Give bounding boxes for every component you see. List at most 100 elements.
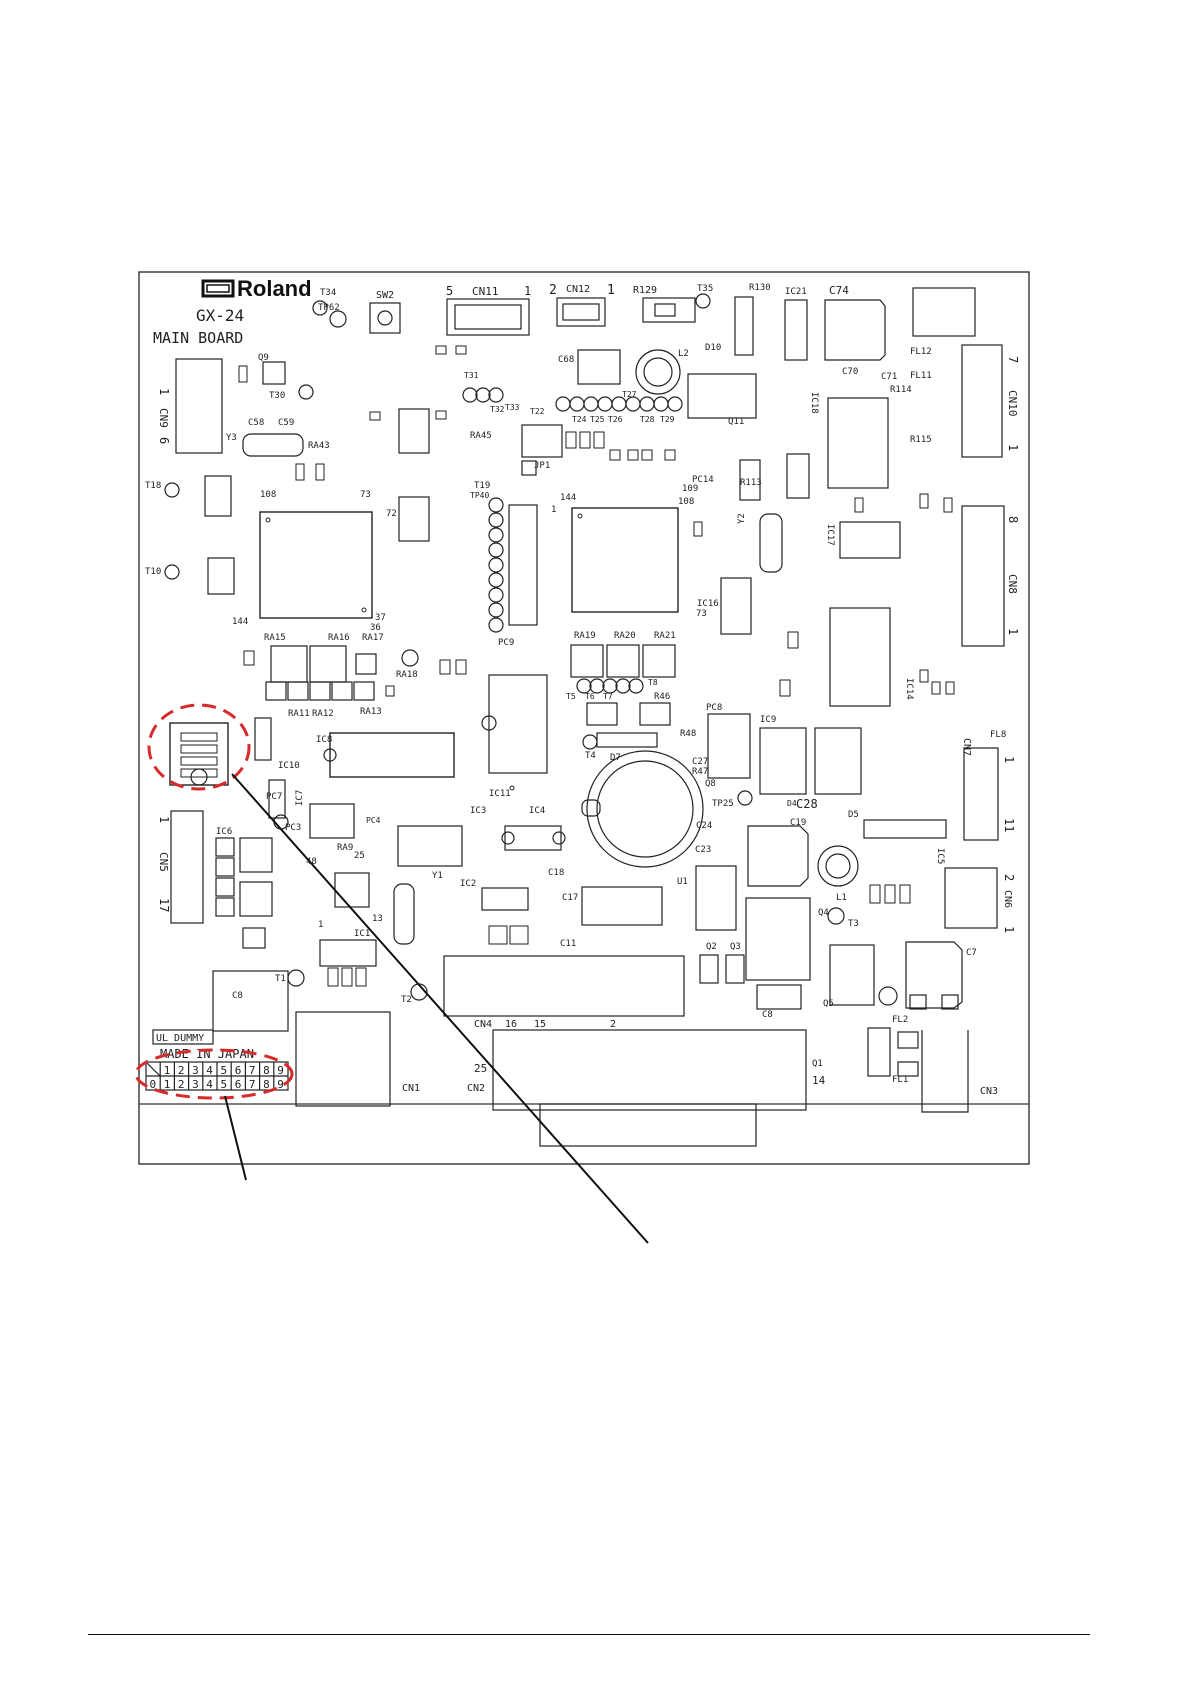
svg-text:C28: C28 — [796, 797, 818, 811]
svg-text:T34: T34 — [320, 288, 336, 298]
svg-text:T19: T19 — [474, 481, 490, 491]
cn4-connector: CN4 16 2 15 — [443, 955, 685, 1030]
svg-text:SW2: SW2 — [376, 290, 394, 301]
svg-text:CN10: CN10 — [1006, 390, 1019, 417]
svg-text:R47: R47 — [692, 767, 708, 777]
svg-text:CN6: CN6 — [1002, 890, 1013, 908]
svg-text:Q4: Q4 — [818, 908, 829, 918]
svg-text:C8: C8 — [762, 1010, 773, 1020]
svg-text:16: 16 — [505, 1019, 517, 1030]
svg-text:Q5: Q5 — [823, 999, 834, 1009]
svg-text:TP25: TP25 — [712, 799, 734, 809]
footer-rule — [88, 1634, 1090, 1635]
svg-text:CN3: CN3 — [980, 1086, 998, 1097]
svg-text:C68: C68 — [558, 355, 574, 365]
ic1-chip: IC1 — [319, 929, 377, 967]
small-pads — [238, 345, 955, 987]
svg-text:C8: C8 — [232, 991, 243, 1001]
svg-text:R48: R48 — [680, 729, 696, 739]
serial-digit: 5 — [221, 1078, 228, 1091]
svg-text:T30: T30 — [269, 391, 285, 401]
svg-text:CN9: CN9 — [157, 408, 170, 428]
svg-text:CN12: CN12 — [566, 284, 590, 295]
svg-text:IC6: IC6 — [216, 827, 232, 837]
y3-crystal: Y3 C58 C59 — [226, 418, 304, 457]
svg-text:RA15: RA15 — [264, 633, 286, 643]
svg-text:IC21: IC21 — [785, 287, 807, 297]
serial-digit: 6 — [235, 1064, 242, 1077]
ic8-chip: IC8 — [316, 732, 455, 778]
l1-inductor: L1 — [817, 845, 859, 903]
svg-text:RA12: RA12 — [312, 709, 334, 719]
svg-text:RA43: RA43 — [308, 441, 330, 451]
svg-text:IC1: IC1 — [354, 929, 370, 939]
serial-digit: 9 — [277, 1078, 284, 1091]
svg-text:T33: T33 — [505, 403, 520, 412]
svg-text:C59: C59 — [278, 418, 294, 428]
svg-text:R115: R115 — [910, 435, 932, 445]
svg-text:T31: T31 — [464, 371, 479, 380]
serial-digit: 8 — [263, 1078, 270, 1091]
c7-capacitor — [905, 941, 963, 1009]
svg-text:108: 108 — [260, 490, 276, 500]
svg-text:IC2: IC2 — [460, 879, 476, 889]
ic2-chip — [481, 887, 529, 911]
c23-capacitor: C23 — [581, 750, 711, 868]
dip-switch-callout — [147, 703, 251, 791]
cn5-connector: 1 CN5 17 — [157, 810, 204, 924]
svg-text:FL12: FL12 — [910, 347, 932, 357]
svg-text:7: 7 — [1006, 356, 1020, 363]
svg-text:T28: T28 — [640, 415, 655, 424]
svg-text:14: 14 — [812, 1074, 826, 1087]
ic9-chip — [759, 727, 807, 795]
dip-switch-block — [169, 722, 229, 786]
ic18-area — [827, 397, 889, 489]
svg-text:TP40: TP40 — [470, 491, 489, 500]
serial-digit: 7 — [249, 1064, 256, 1077]
sw2-switch: SW2 — [369, 290, 401, 334]
dip-switch-leader-line — [231, 773, 649, 1244]
svg-text:CN8: CN8 — [1006, 574, 1019, 594]
serial-digit: 8 — [263, 1064, 270, 1077]
svg-text:R114: R114 — [890, 385, 912, 395]
svg-text:RA13: RA13 — [360, 707, 382, 717]
mid-large-chip — [488, 674, 548, 774]
svg-text:T6: T6 — [585, 692, 595, 701]
u1-chip — [581, 886, 663, 926]
svg-text:R113: R113 — [740, 478, 762, 488]
svg-text:IC4: IC4 — [529, 806, 545, 816]
svg-text:C58: C58 — [248, 418, 264, 428]
c68-capacitor — [577, 349, 621, 385]
svg-text:T29: T29 — [660, 415, 675, 424]
svg-text:FL2: FL2 — [892, 1015, 908, 1025]
svg-text:T18: T18 — [145, 481, 161, 491]
serial-digit: 9 — [277, 1064, 284, 1077]
c8-group-block — [212, 970, 289, 1032]
l2-inductor: L2 — [635, 349, 689, 395]
ic3-chip — [397, 825, 463, 867]
svg-text:PC4: PC4 — [366, 816, 381, 825]
svg-text:109: 109 — [682, 484, 698, 494]
t5-t8-test-points — [576, 678, 644, 694]
label-block-r109 — [912, 287, 976, 337]
svg-text:25: 25 — [354, 851, 365, 861]
svg-text:RA20: RA20 — [614, 631, 636, 641]
svg-text:13: 13 — [372, 914, 383, 924]
test-point-column — [488, 497, 504, 633]
svg-text:IC17: IC17 — [825, 524, 835, 546]
svg-text:Y3: Y3 — [226, 433, 237, 443]
serial-digit: 3 — [192, 1078, 199, 1091]
q5-part — [829, 944, 875, 1006]
pc8-part — [707, 713, 751, 779]
ic7-chip — [309, 803, 355, 839]
svg-text:CN2: CN2 — [467, 1083, 485, 1094]
svg-text:PC9: PC9 — [498, 638, 514, 648]
serial-digit: 1 — [164, 1064, 171, 1077]
tp62-point — [329, 310, 347, 328]
ra-array-row-left — [265, 645, 377, 701]
svg-text:CN5: CN5 — [157, 852, 170, 872]
svg-text:D4: D4 — [787, 799, 797, 808]
svg-text:Y2: Y2 — [737, 513, 747, 524]
roland-logo: Roland — [201, 276, 312, 301]
